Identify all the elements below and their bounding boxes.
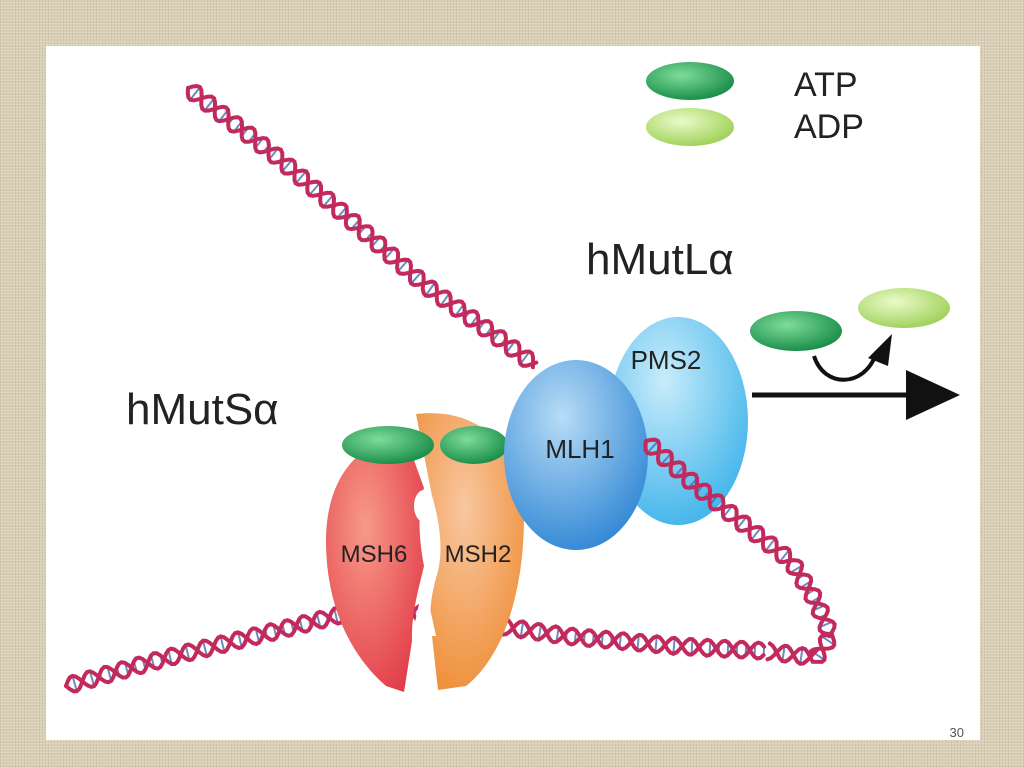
atp-hydrolysis-icon (750, 311, 842, 351)
hydrolysis-arrowhead (868, 334, 892, 366)
dna-upper-strand (185, 83, 539, 370)
atp-on-msh2 (440, 426, 508, 464)
dna-channel-lower (412, 581, 436, 636)
atp-legend-label: ATP (794, 66, 858, 104)
dna-helix-front (643, 437, 837, 666)
msh6-label: MSH6 (341, 541, 408, 568)
slide: PMS2 MLH1 MSH6 MSH2 hMutLα hMutSα ATP AD… (46, 46, 980, 740)
page-number: 30 (949, 725, 964, 740)
msh2-label: MSH2 (445, 541, 512, 568)
mlh1-label: MLH1 (545, 434, 614, 464)
atp-on-msh6 (342, 426, 434, 464)
mutl-alpha-label: hMutLα (586, 235, 734, 284)
msh6-protein (326, 438, 424, 692)
muts-alpha-label: hMutSα (126, 385, 279, 434)
adp-product-icon (858, 288, 950, 328)
adp-legend-label: ADP (794, 108, 864, 146)
mismatch-repair-diagram: PMS2 MLH1 MSH6 MSH2 hMutLα hMutSα ATP AD… (64, 62, 960, 694)
dna-loop-strand (643, 437, 837, 666)
adp-legend-icon (646, 108, 734, 146)
mlh1-protein (504, 360, 648, 550)
msh2-protein (416, 413, 524, 690)
dna-channel (414, 490, 434, 522)
hydrolysis-curved-arrow (812, 353, 878, 382)
dna-lower-strand (64, 597, 767, 694)
pms2-label: PMS2 (631, 345, 702, 375)
translocation-arrowhead (906, 370, 960, 420)
atp-legend-icon (646, 62, 734, 100)
